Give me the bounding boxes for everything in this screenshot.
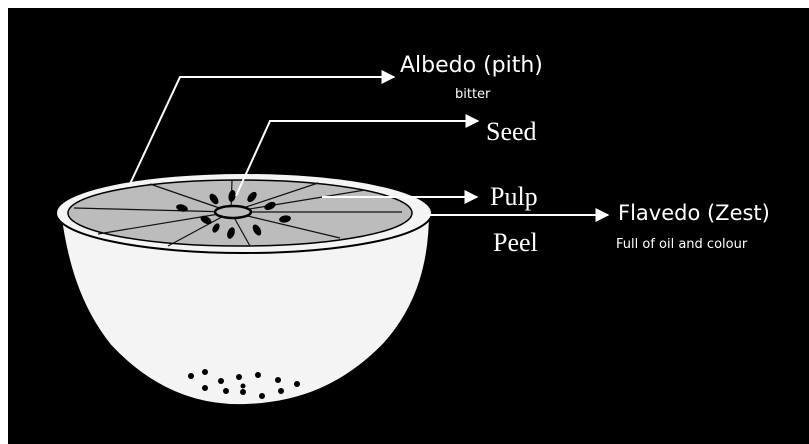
flavedo-label: Flavedo (Zest) <box>618 201 770 225</box>
seed-label: Seed <box>486 117 537 146</box>
fruit-core <box>215 206 251 218</box>
peel-label: Peel <box>493 228 538 257</box>
flavedo-note: Full of oil and colour <box>616 237 748 252</box>
pulp-label: Pulp <box>490 182 538 211</box>
albedo-note: bitter <box>455 87 491 102</box>
albedo-label: Albedo (pith) <box>400 53 543 78</box>
albedo-arrow <box>130 77 394 184</box>
